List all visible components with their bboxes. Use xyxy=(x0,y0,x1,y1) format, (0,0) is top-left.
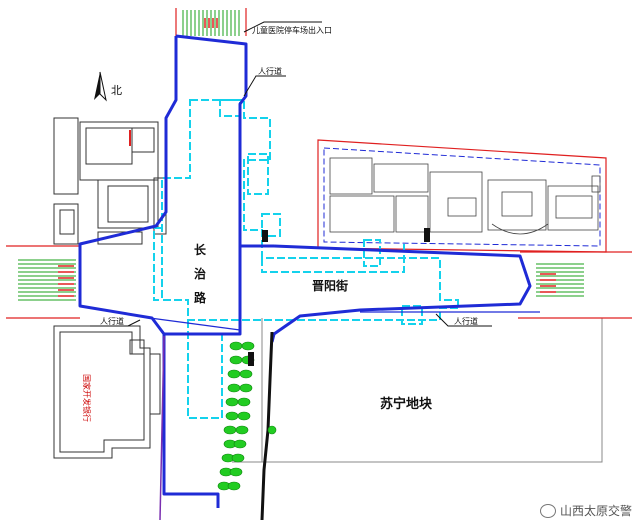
hospital-entrance-arrow xyxy=(243,21,322,33)
street-jinyang-label: 晋阳街 xyxy=(312,278,348,293)
street-changzhi-char-2: 治 xyxy=(194,266,206,281)
sidewalk-top-label: 人行道 xyxy=(258,66,282,76)
watermark: 山西太原交警 xyxy=(539,502,632,519)
station-structure-cyan xyxy=(153,99,459,419)
buildings-upper-left xyxy=(53,117,167,245)
street-changzhi-char-3: 路 xyxy=(194,290,207,305)
gray-lot-boundary xyxy=(232,318,603,463)
crosswalk-top-red-marks xyxy=(204,18,218,28)
north-label: 北 xyxy=(111,84,122,97)
crosswalk-top xyxy=(182,10,240,36)
dashed-blue-site-boundary xyxy=(323,147,601,247)
building-lower-left xyxy=(53,325,161,459)
purple-boundary-line xyxy=(159,335,165,521)
buildings-right-site xyxy=(329,157,601,235)
sidewalk-left-pointer xyxy=(90,319,141,327)
road-lane-blue-thin xyxy=(149,311,540,331)
sidewalk-left-label: 人行道 xyxy=(100,316,124,326)
road-boundary-blue xyxy=(78,34,532,508)
hospital-entrance-label: 儿童医院停车场出入口 xyxy=(252,25,332,35)
crosswalk-left-red-marks xyxy=(58,265,74,297)
sidewalk-right-label: 人行道 xyxy=(454,316,478,326)
north-arrow-icon xyxy=(94,71,107,102)
building-left-label: 国家开发银行 xyxy=(82,374,92,422)
crosswalk-left xyxy=(18,259,76,301)
wechat-icon xyxy=(539,503,556,518)
sidewalk-top-pointer xyxy=(243,75,286,97)
small-markers xyxy=(248,228,430,366)
station-suning-label: 苏宁地块 xyxy=(380,396,433,412)
red-road-edges xyxy=(6,8,632,319)
crosswalk-right xyxy=(536,263,584,297)
crosswalk-right-red-marks xyxy=(540,273,556,293)
street-changzhi-char-1: 长 xyxy=(194,242,207,257)
watermark-text: 山西太原交警 xyxy=(559,504,632,518)
sidewalk-right-pointer xyxy=(435,313,492,327)
